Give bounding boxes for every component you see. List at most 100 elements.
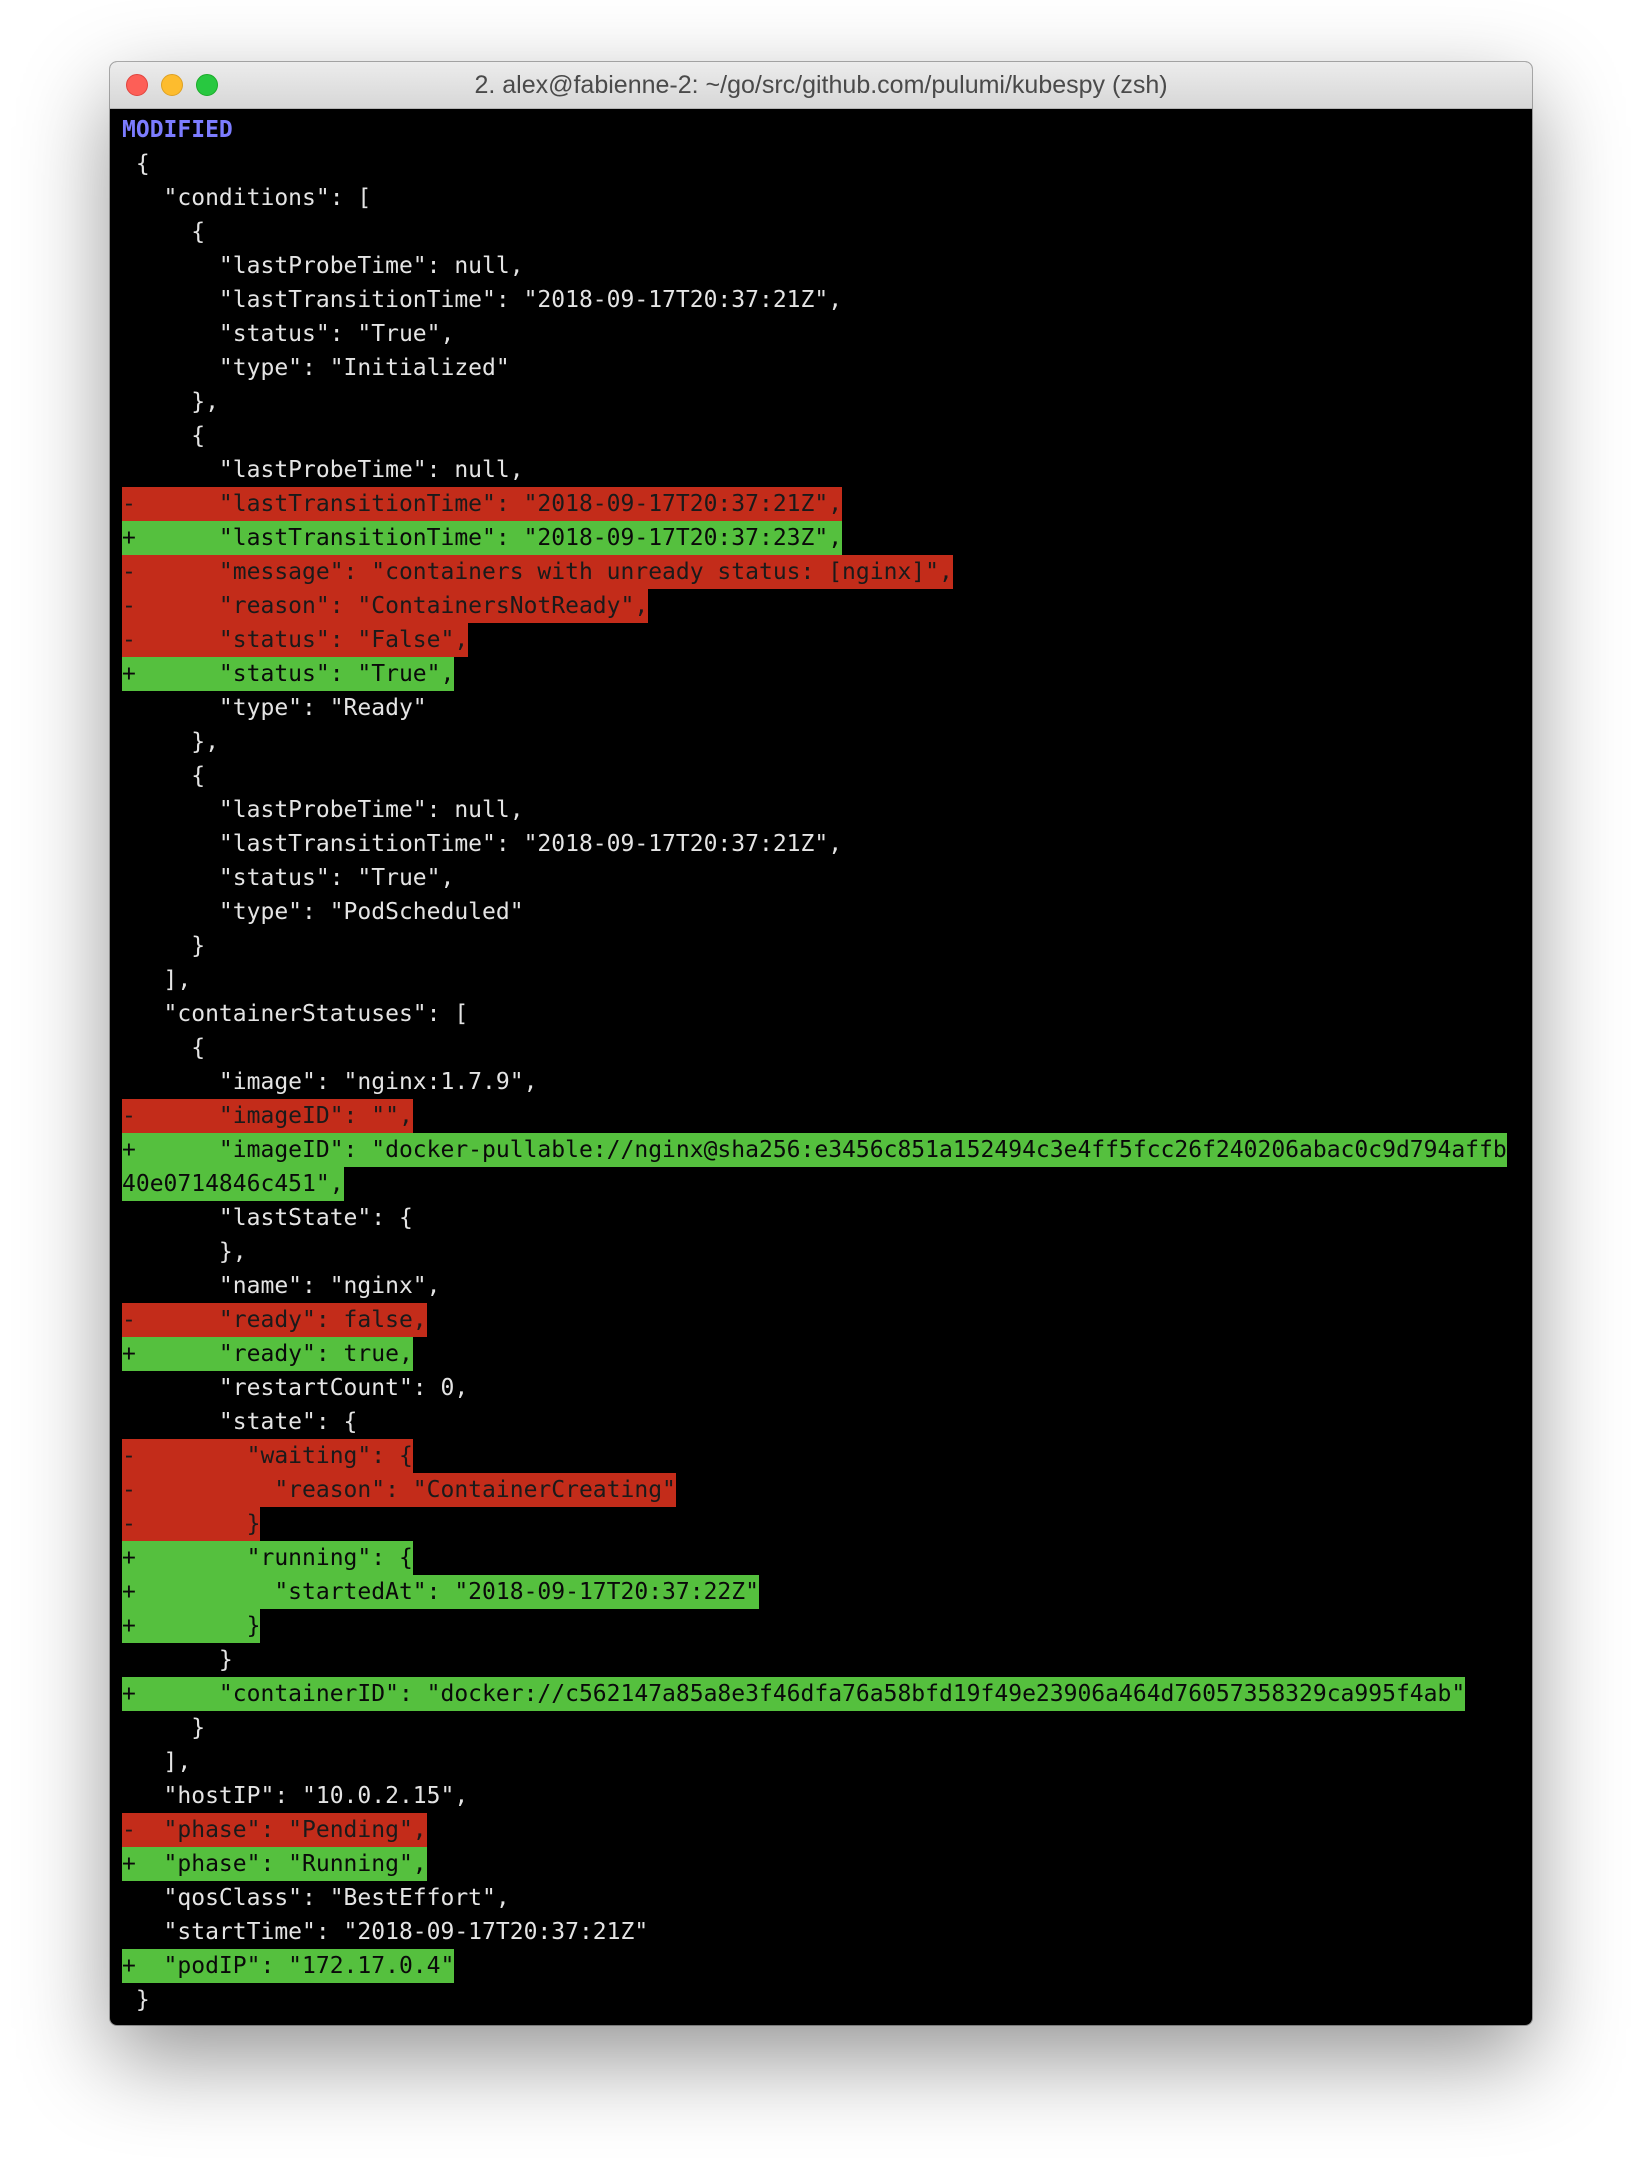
diff-line-normal: "status": "True",	[122, 317, 1522, 351]
diff-line-normal: "restartCount": 0,	[122, 1371, 1522, 1405]
diff-line-text: "status": "True",	[122, 321, 455, 347]
diff-line-normal: },	[122, 725, 1522, 759]
diff-line-text: "status": "True",	[122, 865, 455, 891]
diff-line-added: + "status": "True",	[122, 657, 1522, 691]
diff-line-text: "qosClass": "BestEffort",	[122, 1885, 510, 1911]
diff-line-text: + "ready": true,	[122, 1337, 413, 1371]
diff-line-text: + "podIP": "172.17.0.4"	[122, 1949, 455, 1983]
diff-line-text: - "imageID": "",	[122, 1099, 413, 1133]
diff-line-text: }	[122, 1987, 150, 2013]
diff-line-normal: "name": "nginx",	[122, 1269, 1522, 1303]
diff-line-normal: ],	[122, 963, 1522, 997]
diff-line-text: "lastTransitionTime": "2018-09-17T20:37:…	[122, 831, 843, 857]
diff-line-text: - "reason": "ContainerCreating"	[122, 1473, 676, 1507]
diff-line-text: {	[122, 151, 150, 177]
diff-line-normal: "hostIP": "10.0.2.15",	[122, 1779, 1522, 1813]
diff-line-normal: "type": "PodScheduled"	[122, 895, 1522, 929]
diff-line-normal: "conditions": [	[122, 181, 1522, 215]
diff-line-normal: ],	[122, 1745, 1522, 1779]
diff-line-text: + "imageID": "docker-pullable://nginx@sh…	[122, 1133, 1507, 1167]
diff-line-text: + "status": "True",	[122, 657, 455, 691]
diff-line-added: + "phase": "Running",	[122, 1847, 1522, 1881]
diff-line-text: "containerStatuses": [	[122, 1001, 469, 1027]
diff-line-normal: }	[122, 1983, 1522, 2013]
diff-line-text: "type": "PodScheduled"	[122, 899, 524, 925]
diff-line-text: }	[122, 933, 206, 959]
diff-line-normal: "qosClass": "BestEffort",	[122, 1881, 1522, 1915]
diff-line-removed: - "phase": "Pending",	[122, 1813, 1522, 1847]
diff-line-added: + "ready": true,	[122, 1337, 1522, 1371]
diff-line-normal: "containerStatuses": [	[122, 997, 1522, 1031]
diff-line-normal: }	[122, 1711, 1522, 1745]
diff-line-text: },	[122, 1239, 247, 1265]
diff-line-normal: }	[122, 929, 1522, 963]
title-bar[interactable]: 2. alex@fabienne-2: ~/go/src/github.com/…	[110, 62, 1532, 109]
diff-line-text: - "status": "False",	[122, 623, 469, 657]
diff-line-text: ],	[122, 1749, 192, 1775]
diff-line-added: + "podIP": "172.17.0.4"	[122, 1949, 1522, 1983]
diff-line-normal: "startTime": "2018-09-17T20:37:21Z"	[122, 1915, 1522, 1949]
diff-line-text: {	[122, 219, 206, 245]
diff-line-normal: "state": {	[122, 1405, 1522, 1439]
window-title: 2. alex@fabienne-2: ~/go/src/github.com/…	[474, 71, 1168, 99]
diff-line-text: + "running": {	[122, 1541, 413, 1575]
diff-line-normal: },	[122, 1235, 1522, 1269]
diff-line-removed: - "lastTransitionTime": "2018-09-17T20:3…	[122, 487, 1522, 521]
diff-line-removed: - "reason": "ContainersNotReady",	[122, 589, 1522, 623]
diff-line-normal: "lastTransitionTime": "2018-09-17T20:37:…	[122, 283, 1522, 317]
diff-line-text: - }	[122, 1507, 261, 1541]
diff-line-text: "startTime": "2018-09-17T20:37:21Z"	[122, 1919, 649, 1945]
diff-line-normal: "lastProbeTime": null,	[122, 249, 1522, 283]
diff-line-normal: "status": "True",	[122, 861, 1522, 895]
diff-line-added: + "containerID": "docker://c562147a85a8e…	[122, 1677, 1522, 1711]
diff-line-removed: - "waiting": {	[122, 1439, 1522, 1473]
diff-line-text: "lastProbeTime": null,	[122, 253, 524, 279]
event-type-label: MODIFIED	[122, 113, 1522, 147]
diff-line-text: "lastTransitionTime": "2018-09-17T20:37:…	[122, 287, 843, 313]
diff-line-added: + "startedAt": "2018-09-17T20:37:22Z"	[122, 1575, 1522, 1609]
diff-line-text: + "lastTransitionTime": "2018-09-17T20:3…	[122, 521, 843, 555]
zoom-window-button[interactable]	[196, 74, 218, 96]
diff-line-removed: - "status": "False",	[122, 623, 1522, 657]
diff-line-added: + }	[122, 1609, 1522, 1643]
diff-line-text: "lastState": {	[122, 1205, 413, 1231]
diff-line-removed: - "imageID": "",	[122, 1099, 1522, 1133]
diff-line-text: "type": "Ready"	[122, 695, 427, 721]
close-window-button[interactable]	[126, 74, 148, 96]
diff-line-text: - "reason": "ContainersNotReady",	[122, 589, 649, 623]
diff-line-added: + "lastTransitionTime": "2018-09-17T20:3…	[122, 521, 1522, 555]
diff-line-text: "lastProbeTime": null,	[122, 797, 524, 823]
diff-line-removed: - "message": "containers with unready st…	[122, 555, 1522, 589]
minimize-window-button[interactable]	[161, 74, 183, 96]
diff-line-normal: "lastTransitionTime": "2018-09-17T20:37:…	[122, 827, 1522, 861]
diff-line-normal: },	[122, 385, 1522, 419]
diff-line-text: "type": "Initialized"	[122, 355, 510, 381]
diff-line-normal: "type": "Initialized"	[122, 351, 1522, 385]
diff-line-text: "state": {	[122, 1409, 358, 1435]
diff-line-normal: "image": "nginx:1.7.9",	[122, 1065, 1522, 1099]
diff-line-normal: {	[122, 1031, 1522, 1065]
diff-line-text: {	[122, 763, 206, 789]
diff-line-text: "conditions": [	[122, 185, 372, 211]
diff-line-text: - "lastTransitionTime": "2018-09-17T20:3…	[122, 487, 843, 521]
diff-line-text: - "message": "containers with unready st…	[122, 555, 953, 589]
diff-line-text: - "phase": "Pending",	[122, 1813, 427, 1847]
diff-line-text: }	[122, 1647, 233, 1673]
terminal-output[interactable]: MODIFIED { "conditions": [ { "lastProbeT…	[122, 113, 1522, 2013]
diff-line-normal: {	[122, 759, 1522, 793]
diff-line-text: MODIFIED	[122, 117, 233, 143]
diff-line-text: 40e0714846c451",	[122, 1167, 344, 1201]
diff-line-text: ],	[122, 967, 192, 993]
diff-line-text: },	[122, 389, 219, 415]
terminal-window: 2. alex@fabienne-2: ~/go/src/github.com/…	[110, 62, 1532, 2025]
diff-line-normal: {	[122, 215, 1522, 249]
diff-line-added: 40e0714846c451",	[122, 1167, 1522, 1201]
diff-line-added: + "running": {	[122, 1541, 1522, 1575]
diff-line-normal: "type": "Ready"	[122, 691, 1522, 725]
diff-line-normal: "lastProbeTime": null,	[122, 793, 1522, 827]
diff-line-text: + }	[122, 1609, 261, 1643]
diff-line-normal: {	[122, 419, 1522, 453]
diff-line-text: + "phase": "Running",	[122, 1847, 427, 1881]
diff-line-text: {	[122, 1035, 206, 1061]
diff-line-text: + "containerID": "docker://c562147a85a8e…	[122, 1677, 1466, 1711]
